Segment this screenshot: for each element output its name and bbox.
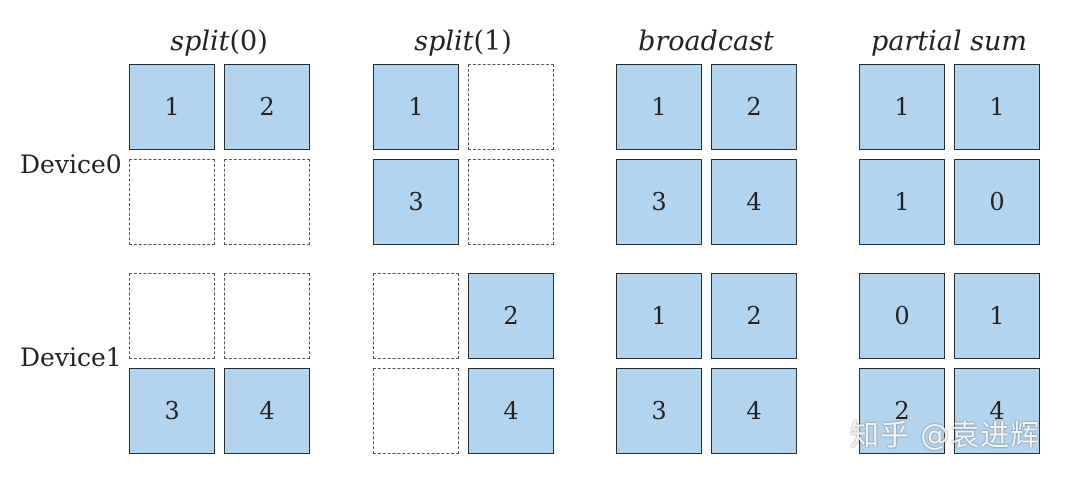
tensor-block: 4 [711, 159, 797, 245]
column-title-arg: (1) [473, 26, 512, 57]
block-value: 1 [894, 188, 910, 216]
watermark: 知乎 @袁进辉 [850, 418, 1041, 452]
empty-block [129, 273, 215, 359]
empty-block [468, 64, 554, 150]
column-title-3: partial sum [854, 26, 1044, 60]
column-title-2: broadcast [611, 26, 801, 60]
block-value: 3 [164, 397, 180, 425]
tensor-block: 1 [954, 64, 1040, 150]
tensor-block: 1 [859, 159, 945, 245]
device-label-0: Device0 [20, 150, 122, 179]
tensor-block: 2 [468, 273, 554, 359]
block-value: 1 [894, 93, 910, 121]
column-title-arg: (0) [229, 26, 268, 57]
block-value: 4 [746, 397, 762, 425]
block-value: 4 [989, 397, 1005, 425]
block-value: 4 [259, 397, 275, 425]
empty-block [224, 273, 310, 359]
block-value: 1 [651, 302, 667, 330]
tensor-block: 2 [711, 64, 797, 150]
tensor-block: 3 [616, 159, 702, 245]
device-label-1: Device1 [20, 343, 122, 372]
empty-block [224, 159, 310, 245]
block-value: 4 [746, 188, 762, 216]
tensor-block: 2 [224, 64, 310, 150]
block-value: 2 [503, 302, 519, 330]
tensor-block: 2 [859, 368, 945, 454]
tensor-block: 2 [711, 273, 797, 359]
tensor-block: 1 [616, 273, 702, 359]
column-title-text: partial sum [871, 26, 1027, 57]
tensor-block: 3 [373, 159, 459, 245]
block-value: 2 [746, 302, 762, 330]
tensor-block: 0 [954, 159, 1040, 245]
empty-block [373, 368, 459, 454]
tensor-block: 4 [711, 368, 797, 454]
tensor-block: 3 [129, 368, 215, 454]
empty-block [373, 273, 459, 359]
tensor-block: 3 [616, 368, 702, 454]
block-value: 2 [259, 93, 275, 121]
tensor-block: 1 [954, 273, 1040, 359]
empty-block [468, 159, 554, 245]
column-title-1: split(1) [368, 26, 558, 60]
tensor-block: 1 [859, 64, 945, 150]
tensor-block: 4 [468, 368, 554, 454]
tensor-block: 0 [859, 273, 945, 359]
tensor-block: 1 [373, 64, 459, 150]
block-value: 1 [408, 93, 424, 121]
block-value: 3 [408, 188, 424, 216]
block-value: 3 [651, 397, 667, 425]
block-value: 1 [651, 93, 667, 121]
tensor-block: 1 [129, 64, 215, 150]
block-value: 1 [989, 93, 1005, 121]
block-value: 2 [746, 93, 762, 121]
block-value: 2 [894, 397, 910, 425]
block-value: 1 [989, 302, 1005, 330]
tensor-block: 4 [224, 368, 310, 454]
empty-block [129, 159, 215, 245]
column-title-text: broadcast [638, 26, 774, 57]
column-title-text: split [414, 26, 474, 57]
block-value: 0 [989, 188, 1005, 216]
tensor-block: 1 [616, 64, 702, 150]
column-title-0: split(0) [124, 26, 314, 60]
block-value: 0 [894, 302, 910, 330]
block-value: 3 [651, 188, 667, 216]
tensor-block: 4 [954, 368, 1040, 454]
block-value: 1 [164, 93, 180, 121]
column-title-text: split [170, 26, 230, 57]
block-value: 4 [503, 397, 519, 425]
